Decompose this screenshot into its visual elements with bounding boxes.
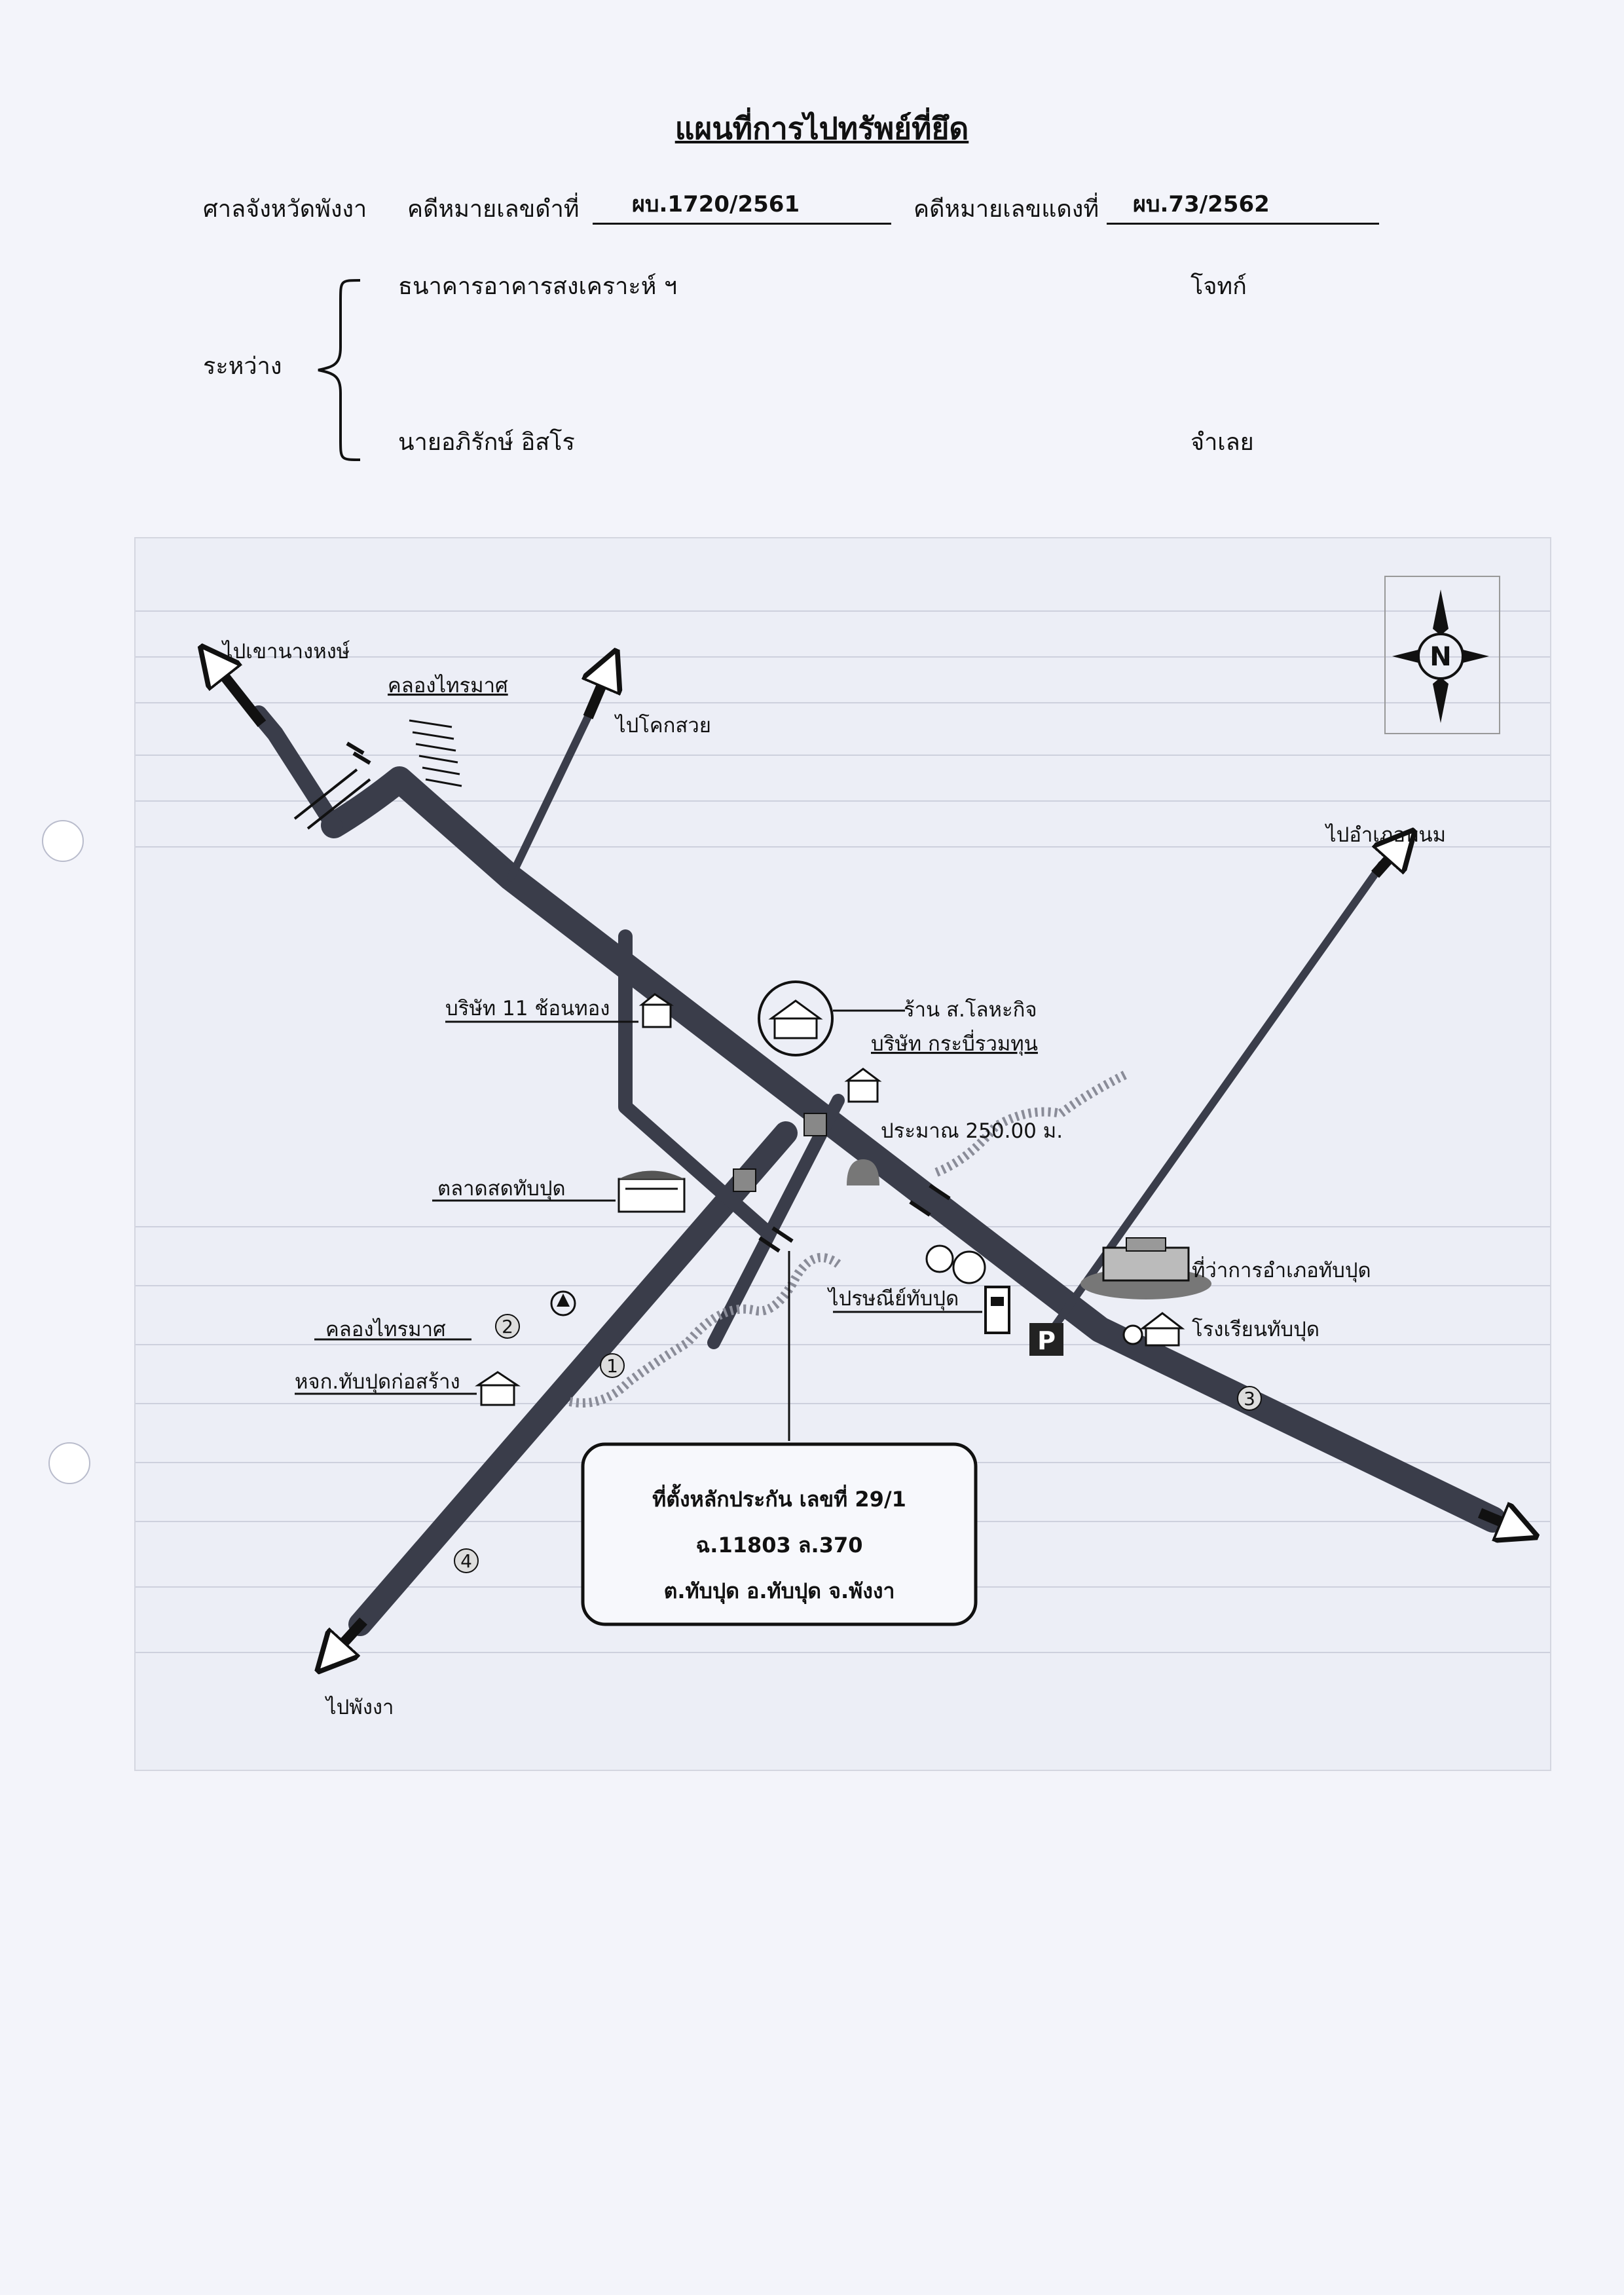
- location-line-2: ฉ.11803 ล.370: [696, 1533, 863, 1558]
- label-company-krabi: บริษัท กระบี่รวมทุน: [871, 1030, 1038, 1056]
- post-office-building: [984, 1286, 1010, 1334]
- route-markers: 1 2 3 4: [454, 1314, 1262, 1573]
- punch-hole: [42, 820, 84, 862]
- arrow-southeast: [1477, 1513, 1519, 1529]
- market-building: [618, 1170, 686, 1213]
- marker-2: 2: [502, 1316, 513, 1337]
- label-khok-suai: ไปโคกสวย: [614, 714, 711, 737]
- bridge-marks: [346, 741, 951, 1253]
- label-post-office: ไปรษณีย์ทับปุด: [826, 1287, 959, 1311]
- compass-rose: N: [1384, 576, 1500, 734]
- location-box: [581, 1442, 978, 1626]
- black-case-label: คดีหมายเลขดำที่: [407, 196, 580, 223]
- company-krabi-building: [844, 1068, 882, 1103]
- red-case-field: ผบ.73/2562: [1107, 186, 1395, 225]
- label-khlong-bottom: คลองไทรมาศ: [325, 1318, 446, 1341]
- shell-station: [733, 1113, 879, 1192]
- arrow-khao-nang-hong: [213, 662, 267, 727]
- defendant-name: นายอภิรักษ์ อิสโร: [398, 429, 575, 456]
- side-road-south: [707, 1094, 845, 1349]
- defendant-role: จำเลย: [1190, 429, 1254, 456]
- black-case-value: ผบ.1720/2561: [593, 186, 891, 225]
- main-road: [321, 766, 1506, 1533]
- marker-1: 1: [606, 1355, 618, 1377]
- label-shop: ร้าน ส.โลหะกิจ: [904, 998, 1037, 1022]
- red-case-value: ผบ.73/2562: [1107, 186, 1379, 225]
- label-phanom: ไปอำเภอพนม: [1324, 823, 1446, 847]
- loop-road: [618, 929, 773, 1239]
- road-to-phang-nga: [348, 1121, 798, 1636]
- between-brace: [318, 279, 361, 461]
- company-11-building: [638, 993, 674, 1028]
- black-case-field: ผบ.1720/2561: [593, 186, 894, 225]
- between-label: ระหว่าง: [203, 353, 282, 380]
- plaintiff-name: ธนาคารอาคารสงเคราะห์ ฯ: [398, 273, 678, 300]
- post-emblem-1: [925, 1244, 954, 1273]
- marker-3: 3: [1244, 1388, 1255, 1409]
- location-line-3: ต.ทับปุด อ.ทับปุด จ.พังงา: [664, 1578, 895, 1605]
- tree-icon: [550, 1290, 576, 1316]
- label-market: ตลาดสดทับปุด: [437, 1177, 566, 1201]
- marker-4: 4: [460, 1550, 472, 1572]
- stream-top: [293, 719, 462, 830]
- red-case-label: คดีหมายเลขแดงที่: [913, 196, 1099, 223]
- north-letter: N: [1430, 642, 1451, 672]
- plaintiff-role: โจทก์: [1190, 273, 1247, 300]
- school-emblem: [1122, 1324, 1143, 1345]
- label-khao-nang-hong: ไปเขานางหงษ์: [221, 640, 350, 663]
- label-school: โรงเรียนทับปุด: [1192, 1318, 1320, 1342]
- label-phang-nga: ไปพังงา: [324, 1696, 394, 1719]
- construction-building: [475, 1371, 521, 1406]
- post-emblem-2: [952, 1250, 986, 1284]
- label-district-office: ที่ว่าการอำเภอทับปุด: [1192, 1256, 1371, 1283]
- stream-right: [934, 1070, 1129, 1177]
- court-name: ศาลจังหวัดพังงา: [203, 196, 367, 223]
- document-title: แผนที่การไปทรัพย์ที่ยึด: [674, 111, 969, 146]
- parking-letter: P: [1037, 1326, 1056, 1355]
- arrow-phanom: [1371, 845, 1401, 878]
- road-northwest: [250, 705, 342, 834]
- label-khlong-top: คลองไทรมาศ: [388, 674, 508, 698]
- district-office-building: [1080, 1237, 1211, 1299]
- arrow-khok-suai: [588, 668, 609, 720]
- label-company-11: บริษัท 11 ช้อนทอง: [445, 997, 610, 1020]
- arrow-phang-nga: [331, 1617, 367, 1657]
- location-line-1: ที่ตั้งหลักประกัน เลขที่ 29/1: [652, 1483, 906, 1512]
- label-distance: ประมาณ 250.00 ม.: [881, 1119, 1063, 1143]
- school-building: [1139, 1312, 1185, 1347]
- shop-building: [758, 980, 834, 1056]
- punch-hole: [48, 1442, 90, 1484]
- road-to-khok-suai: [507, 710, 593, 882]
- label-construction: หจก.ทับปุดก่อสร้าง: [295, 1370, 460, 1394]
- parking-sign: P: [1029, 1323, 1063, 1356]
